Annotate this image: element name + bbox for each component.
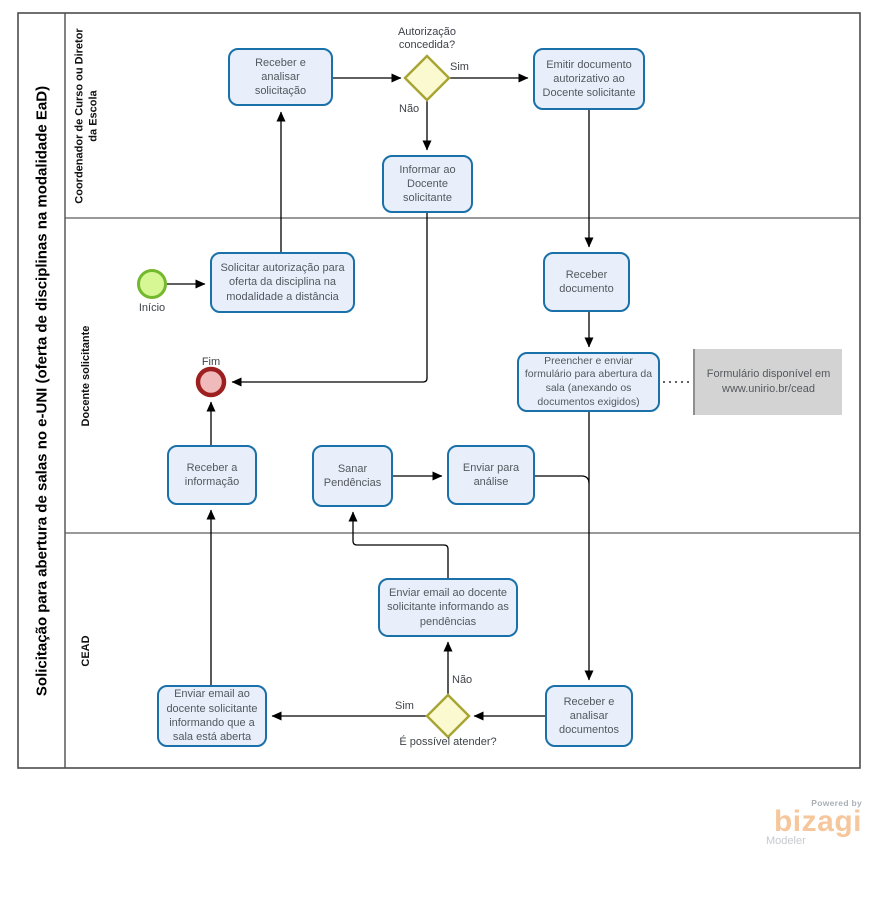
gateway2-label: É possível atender? [399, 736, 497, 748]
pool-title: Solicitação para abertura de salas no e-… [33, 85, 50, 696]
flow-email-pendencias-to-sanar [348, 511, 449, 578]
bizagi-logo: bizagi [773, 805, 862, 838]
task-sanar-pendencias[interactable]: Sanar Pendências [312, 445, 393, 507]
gateway-autorizacao-concedida[interactable] [403, 54, 451, 102]
lane-cead-label: CEAD [80, 634, 93, 667]
gateway-e-possivel-atender[interactable] [425, 693, 471, 739]
lane-docente: Docente solicitante [66, 218, 108, 533]
lane-cead: CEAD [66, 533, 108, 768]
bizagi-modeler-text: Modeler [766, 834, 806, 847]
task-receber-analisar-solicitacao[interactable]: Receber e analisar solicitação [228, 48, 333, 106]
bizagi-watermark: Powered by bizagi Modeler [766, 798, 862, 847]
lane-docente-label: Docente solicitante [80, 325, 93, 426]
annotation-formulario[interactable]: Formulário disponível em www.unirio.br/c… [693, 349, 842, 415]
start-event[interactable] [137, 269, 167, 299]
end-event-label: Fim [201, 356, 221, 368]
task-enviar-email-pendencias[interactable]: Enviar email ao docente solicitante info… [378, 578, 518, 637]
task-solicitar-autorizacao[interactable]: Solicitar autorização para oferta da dis… [210, 252, 355, 313]
task-informar-docente[interactable]: Informar ao Docente solicitante [382, 155, 473, 213]
end-event[interactable] [195, 366, 227, 398]
lane-coordenador-label: Coordenador de Curso ou Diretor da Escol… [73, 27, 99, 204]
pool-title-column: Solicitação para abertura de salas no e-… [18, 13, 65, 768]
task-receber-informacao[interactable]: Receber a informação [167, 445, 257, 505]
task-emitir-documento[interactable]: Emitir documento autorizativo ao Docente… [533, 48, 645, 110]
powered-by-text: Powered by [811, 798, 862, 808]
flow-informar-to-fim [231, 213, 428, 387]
gateway1-nao-label: Não [399, 103, 420, 115]
task-enviar-email-sala-aberta[interactable]: Enviar email ao docente solicitante info… [157, 685, 267, 747]
pool-border [17, 12, 861, 769]
flow-enviar-analise-merge [535, 475, 590, 484]
task-receber-analisar-documentos[interactable]: Receber e analisar documentos [545, 685, 633, 747]
lane-coordenador: Coordenador de Curso ou Diretor da Escol… [66, 13, 108, 218]
gateway2-sim-label: Sim [395, 700, 414, 712]
gateway2-nao-label: Não [452, 674, 473, 686]
task-preencher-enviar-formulario[interactable]: Preencher e enviar formulário para abert… [517, 352, 660, 412]
gateway1-label: Autorização concedida? [397, 26, 457, 52]
gateway1-sim-label: Sim [450, 61, 469, 73]
start-event-label: Início [138, 302, 166, 314]
task-enviar-para-analise[interactable]: Enviar para análise [447, 445, 535, 505]
task-receber-documento[interactable]: Receber documento [543, 252, 630, 312]
